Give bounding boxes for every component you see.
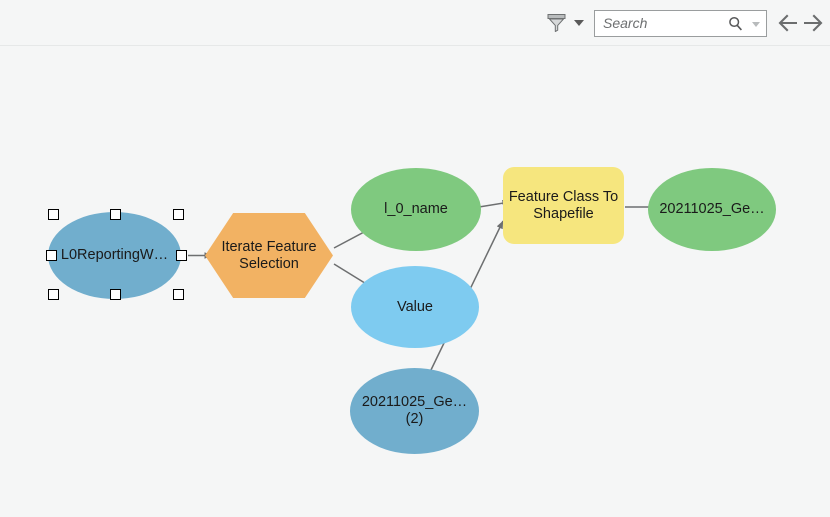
- node-label: Value: [396, 298, 433, 315]
- node-feature-class-to-shapefile[interactable]: Feature Class To Shapefile: [503, 167, 624, 244]
- node-input-feature-class[interactable]: L0ReportingW…: [48, 212, 181, 299]
- node-shapefile-output[interactable]: 20211025_Ge…: [648, 168, 776, 251]
- toolbar: [0, 0, 830, 46]
- selection-handle-top-center[interactable]: [110, 209, 121, 220]
- selection-handle-middle-right[interactable]: [176, 250, 187, 261]
- node-label: Iterate Feature Selection: [221, 238, 317, 272]
- search-input[interactable]: [595, 11, 723, 35]
- node-l-0-name[interactable]: l_0_name: [351, 168, 481, 251]
- search-box[interactable]: [594, 9, 767, 37]
- selection-handle-top-left[interactable]: [48, 209, 59, 220]
- filter-funnel-icon: [547, 13, 566, 33]
- forward-arrow-icon[interactable]: [801, 12, 824, 34]
- node-label-line2: (2): [405, 411, 424, 427]
- back-arrow-icon[interactable]: [777, 12, 800, 34]
- magnifier-icon[interactable]: [728, 16, 743, 31]
- search-dropdown-icon[interactable]: [752, 21, 760, 27]
- node-label-line1: 20211025_Ge…: [361, 394, 468, 410]
- node-value[interactable]: Value: [351, 266, 479, 348]
- node-label: 20211025_Ge…: [659, 201, 765, 217]
- filter-button[interactable]: [545, 9, 574, 37]
- node-label: L0ReportingW…: [60, 247, 169, 263]
- selection-handle-bottom-center[interactable]: [110, 289, 121, 300]
- toolbar-right-group: [545, 0, 824, 46]
- selection-handle-middle-left[interactable]: [46, 250, 57, 261]
- node-label: 20211025_Ge… (2): [362, 394, 467, 428]
- filter-dropdown-icon[interactable]: [574, 20, 584, 26]
- selection-handle-bottom-left[interactable]: [48, 289, 59, 300]
- selection-handle-top-right[interactable]: [173, 209, 184, 220]
- node-label: Feature Class To Shapefile: [508, 188, 619, 222]
- selection-handle-bottom-right[interactable]: [173, 289, 184, 300]
- node-output-folder[interactable]: 20211025_Ge… (2): [350, 368, 479, 454]
- node-label: l_0_name: [384, 201, 448, 217]
- model-canvas[interactable]: L0ReportingW… Iterate Feature Selection …: [0, 46, 830, 517]
